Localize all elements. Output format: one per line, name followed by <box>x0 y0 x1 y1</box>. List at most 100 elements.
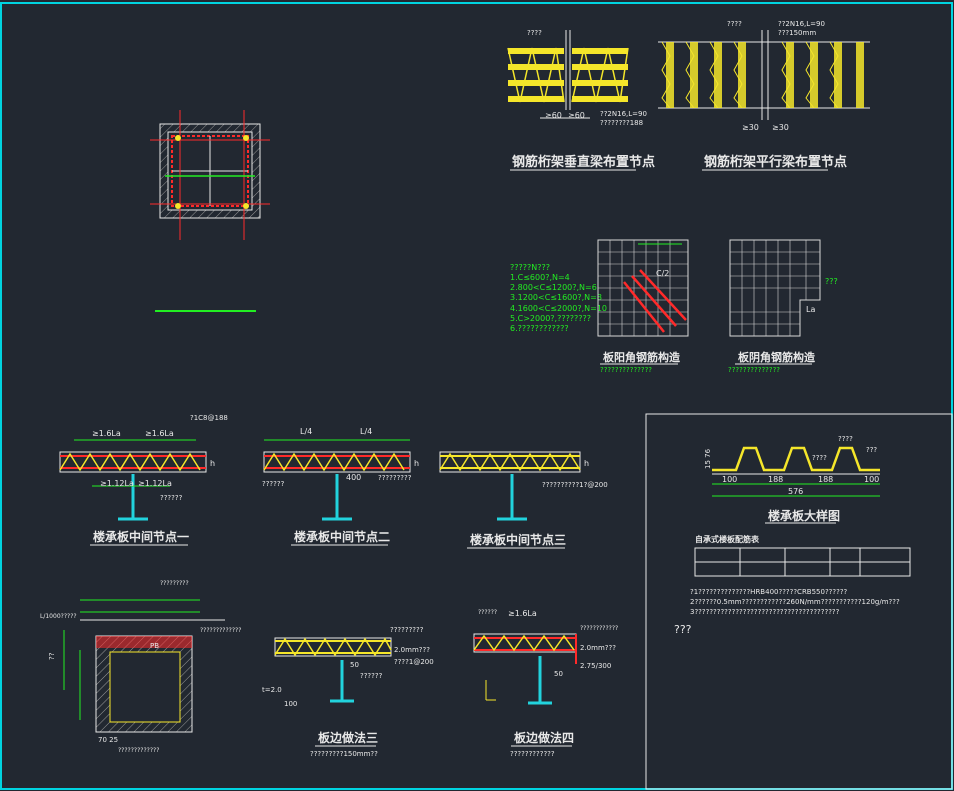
label-q4: ???? <box>527 29 542 37</box>
spec-line-3: 3??????????????????????????????????????? <box>690 608 840 616</box>
label-16la-1: ≥1.6La <box>92 429 121 438</box>
label-top-note-1: ?1C8@188 <box>190 414 228 422</box>
deck-w3: 188 <box>818 475 833 484</box>
label-l4-1: L/4 <box>300 427 312 436</box>
label-ge30-b: ≥30 <box>772 123 789 132</box>
corner-rebar-rules: ?????N??? 1.C≤600?,N=4 2.800<C≤1200?,N=6… <box>510 263 607 333</box>
deck-height: 15 76 <box>704 448 712 469</box>
table-head: 自承式楼板配筋表 <box>695 534 760 544</box>
rule-4: 4.1600<C≤2000?,N=10 <box>510 304 607 313</box>
edge3-50: 50 <box>350 661 359 669</box>
truss-parallel-detail: ???? ??2N16,L=90 ???150mm ≥30 ≥30 钢筋桁架平行… <box>658 20 870 171</box>
edge3-pitch: ????1@200 <box>394 658 434 666</box>
deck-w4: 100 <box>864 475 879 484</box>
label-spacing-188: ????????188 <box>600 119 643 127</box>
edge-method-3: ????????? 2.0mm??? ????1@200 50 t=2.0 10… <box>262 626 434 758</box>
rule-5: 5.C>2000?,???????? <box>510 314 591 323</box>
label-h-2: h <box>414 459 419 468</box>
title-parallel-beam: 钢筋桁架平行梁布置节点 <box>704 154 847 170</box>
edge4-bottom: ???????????? <box>510 750 555 758</box>
deck-w2: 188 <box>768 475 783 484</box>
label-l4-2: L/4 <box>360 427 372 436</box>
deck-q4-b: ???? <box>812 454 827 462</box>
corner-note-a: ?????????????? <box>600 366 652 374</box>
floor-mid-node-1: ≥1.6La ≥1.6La ≥1.12La ≥1.12La ?1C8@188 h… <box>59 414 228 546</box>
edge3-bottom: ?????????150mm?? <box>310 750 378 758</box>
label-112la-1: ≥1.12La <box>100 479 134 488</box>
floor-mid-node-3: ??????????1?@200 h 楼承板中间节点三 <box>439 451 608 549</box>
label-h-3: h <box>584 459 589 468</box>
label-ge30-a: ≥30 <box>742 123 759 132</box>
rule-3: 3.1200<C≤1600?,N=8 <box>510 293 602 302</box>
edge4-top: ?????? <box>478 609 497 616</box>
label-q3-yin: ??? <box>825 277 838 286</box>
label-la: La <box>806 305 815 314</box>
spec-line-2: 2??????0.5mm????????????260N/mm?????????… <box>690 598 900 606</box>
label-16la-2: ≥1.6La <box>145 429 174 438</box>
label-ge60-b: ≥60 <box>568 111 585 120</box>
yin-corner-detail: La ??? 板阴角钢筋构造 ?????????????? <box>728 239 838 374</box>
spec-line-1: ?1??????????????HRB400?????CRB550?????? <box>690 588 848 596</box>
label-note-mid-3: ??????????1?@200 <box>542 481 608 489</box>
label-spacing-150: ???150mm <box>778 29 816 37</box>
label-q4-parallel: ???? <box>727 20 742 28</box>
yang-corner-detail: C/2 板阳角钢筋构造 ?????????????? <box>597 239 689 374</box>
edge3-note-b: ?????? <box>360 672 383 680</box>
edge3-note: ????????? <box>390 626 424 634</box>
edge4-50: 50 <box>554 670 563 678</box>
deck-total: 576 <box>788 487 803 496</box>
floor-mid-node-2: L/4 L/4 400 ?????? ????????? h 楼承板中间节点二 <box>262 427 419 546</box>
col-top-note: ????????? <box>160 580 189 587</box>
edge-method-4: ?????? ≥1.6La ???????????? 2.0mm??? 2.75… <box>473 609 618 758</box>
title-floor-mid-1: 楼承板中间节点一 <box>93 529 189 544</box>
deck-detail: 15 76 100 188 188 100 576 ???? ??? ???? … <box>704 435 880 524</box>
title-corner-yang: 板阳角钢筋构造 <box>603 350 681 364</box>
edge4-16la: ≥1.6La <box>508 609 537 618</box>
label-400: 400 <box>346 473 361 482</box>
rule-6: 6.???????????? <box>510 324 569 333</box>
label-h-1: h <box>210 459 215 468</box>
label-ge60-a: ≥60 <box>545 111 562 120</box>
column-edge-detail: ????????? L/1000????? ????????????? PB ?… <box>40 580 241 754</box>
deck-q4-a: ???? <box>838 435 853 443</box>
edge4-side: ???????????? <box>580 625 618 632</box>
deck-w1: 100 <box>722 475 737 484</box>
column-plan-detail <box>150 110 270 312</box>
label-112la-2: ≥1.12La <box>138 479 172 488</box>
truss-bars-left <box>507 47 565 103</box>
rule-2: 2.800<C≤1200?,N=6 <box>510 283 597 292</box>
col-bottom-note: ????????????? <box>118 747 159 754</box>
edge3-t: t=2.0 <box>262 686 282 694</box>
parallel-truss-columns <box>661 41 864 109</box>
title-deck-detail: 楼承板大样图 <box>768 508 840 523</box>
rebar-table: 自承式楼板配筋表 ?1??????????????HRB400?????CRB5… <box>674 534 911 636</box>
label-q3-notes: ??? <box>674 623 692 636</box>
truss-bars-right <box>571 47 629 103</box>
title-edge-3: 板边做法三 <box>318 730 378 745</box>
edge3-100: 100 <box>284 700 297 708</box>
col-l-note: L/1000????? <box>40 613 77 620</box>
col-dim: 70 25 <box>98 736 118 744</box>
col-side: ?? <box>48 652 56 660</box>
deck-q3: ??? <box>866 446 877 454</box>
edge4-thickness: 2.0mm??? <box>580 644 616 652</box>
label-rebar-2n16-b: ??2N16,L=90 <box>778 20 825 28</box>
label-note-mid-b: ?????? <box>262 480 285 488</box>
corner-note-b: ?????????????? <box>728 366 780 374</box>
title-corner-yin: 板阴角钢筋构造 <box>738 350 816 364</box>
label-c-half: C/2 <box>656 269 669 278</box>
rule-head: ?????N??? <box>510 263 550 272</box>
edge4-pitch: 2.75/300 <box>580 662 611 670</box>
notes-panel-frame <box>645 413 953 790</box>
title-floor-mid-3: 楼承板中间节点三 <box>470 532 566 547</box>
title-edge-4: 板边做法四 <box>514 730 574 745</box>
title-floor-mid-2: 楼承板中间节点二 <box>294 529 390 544</box>
label-rebar-2n16: ??2N16,L=90 <box>600 110 647 118</box>
col-pb: PB <box>150 642 159 650</box>
title-perp-beam: 钢筋桁架垂直梁布置节点 <box>512 154 655 170</box>
label-note-mid-a: ?????? <box>160 494 183 502</box>
edge3-thickness: 2.0mm??? <box>394 646 430 654</box>
